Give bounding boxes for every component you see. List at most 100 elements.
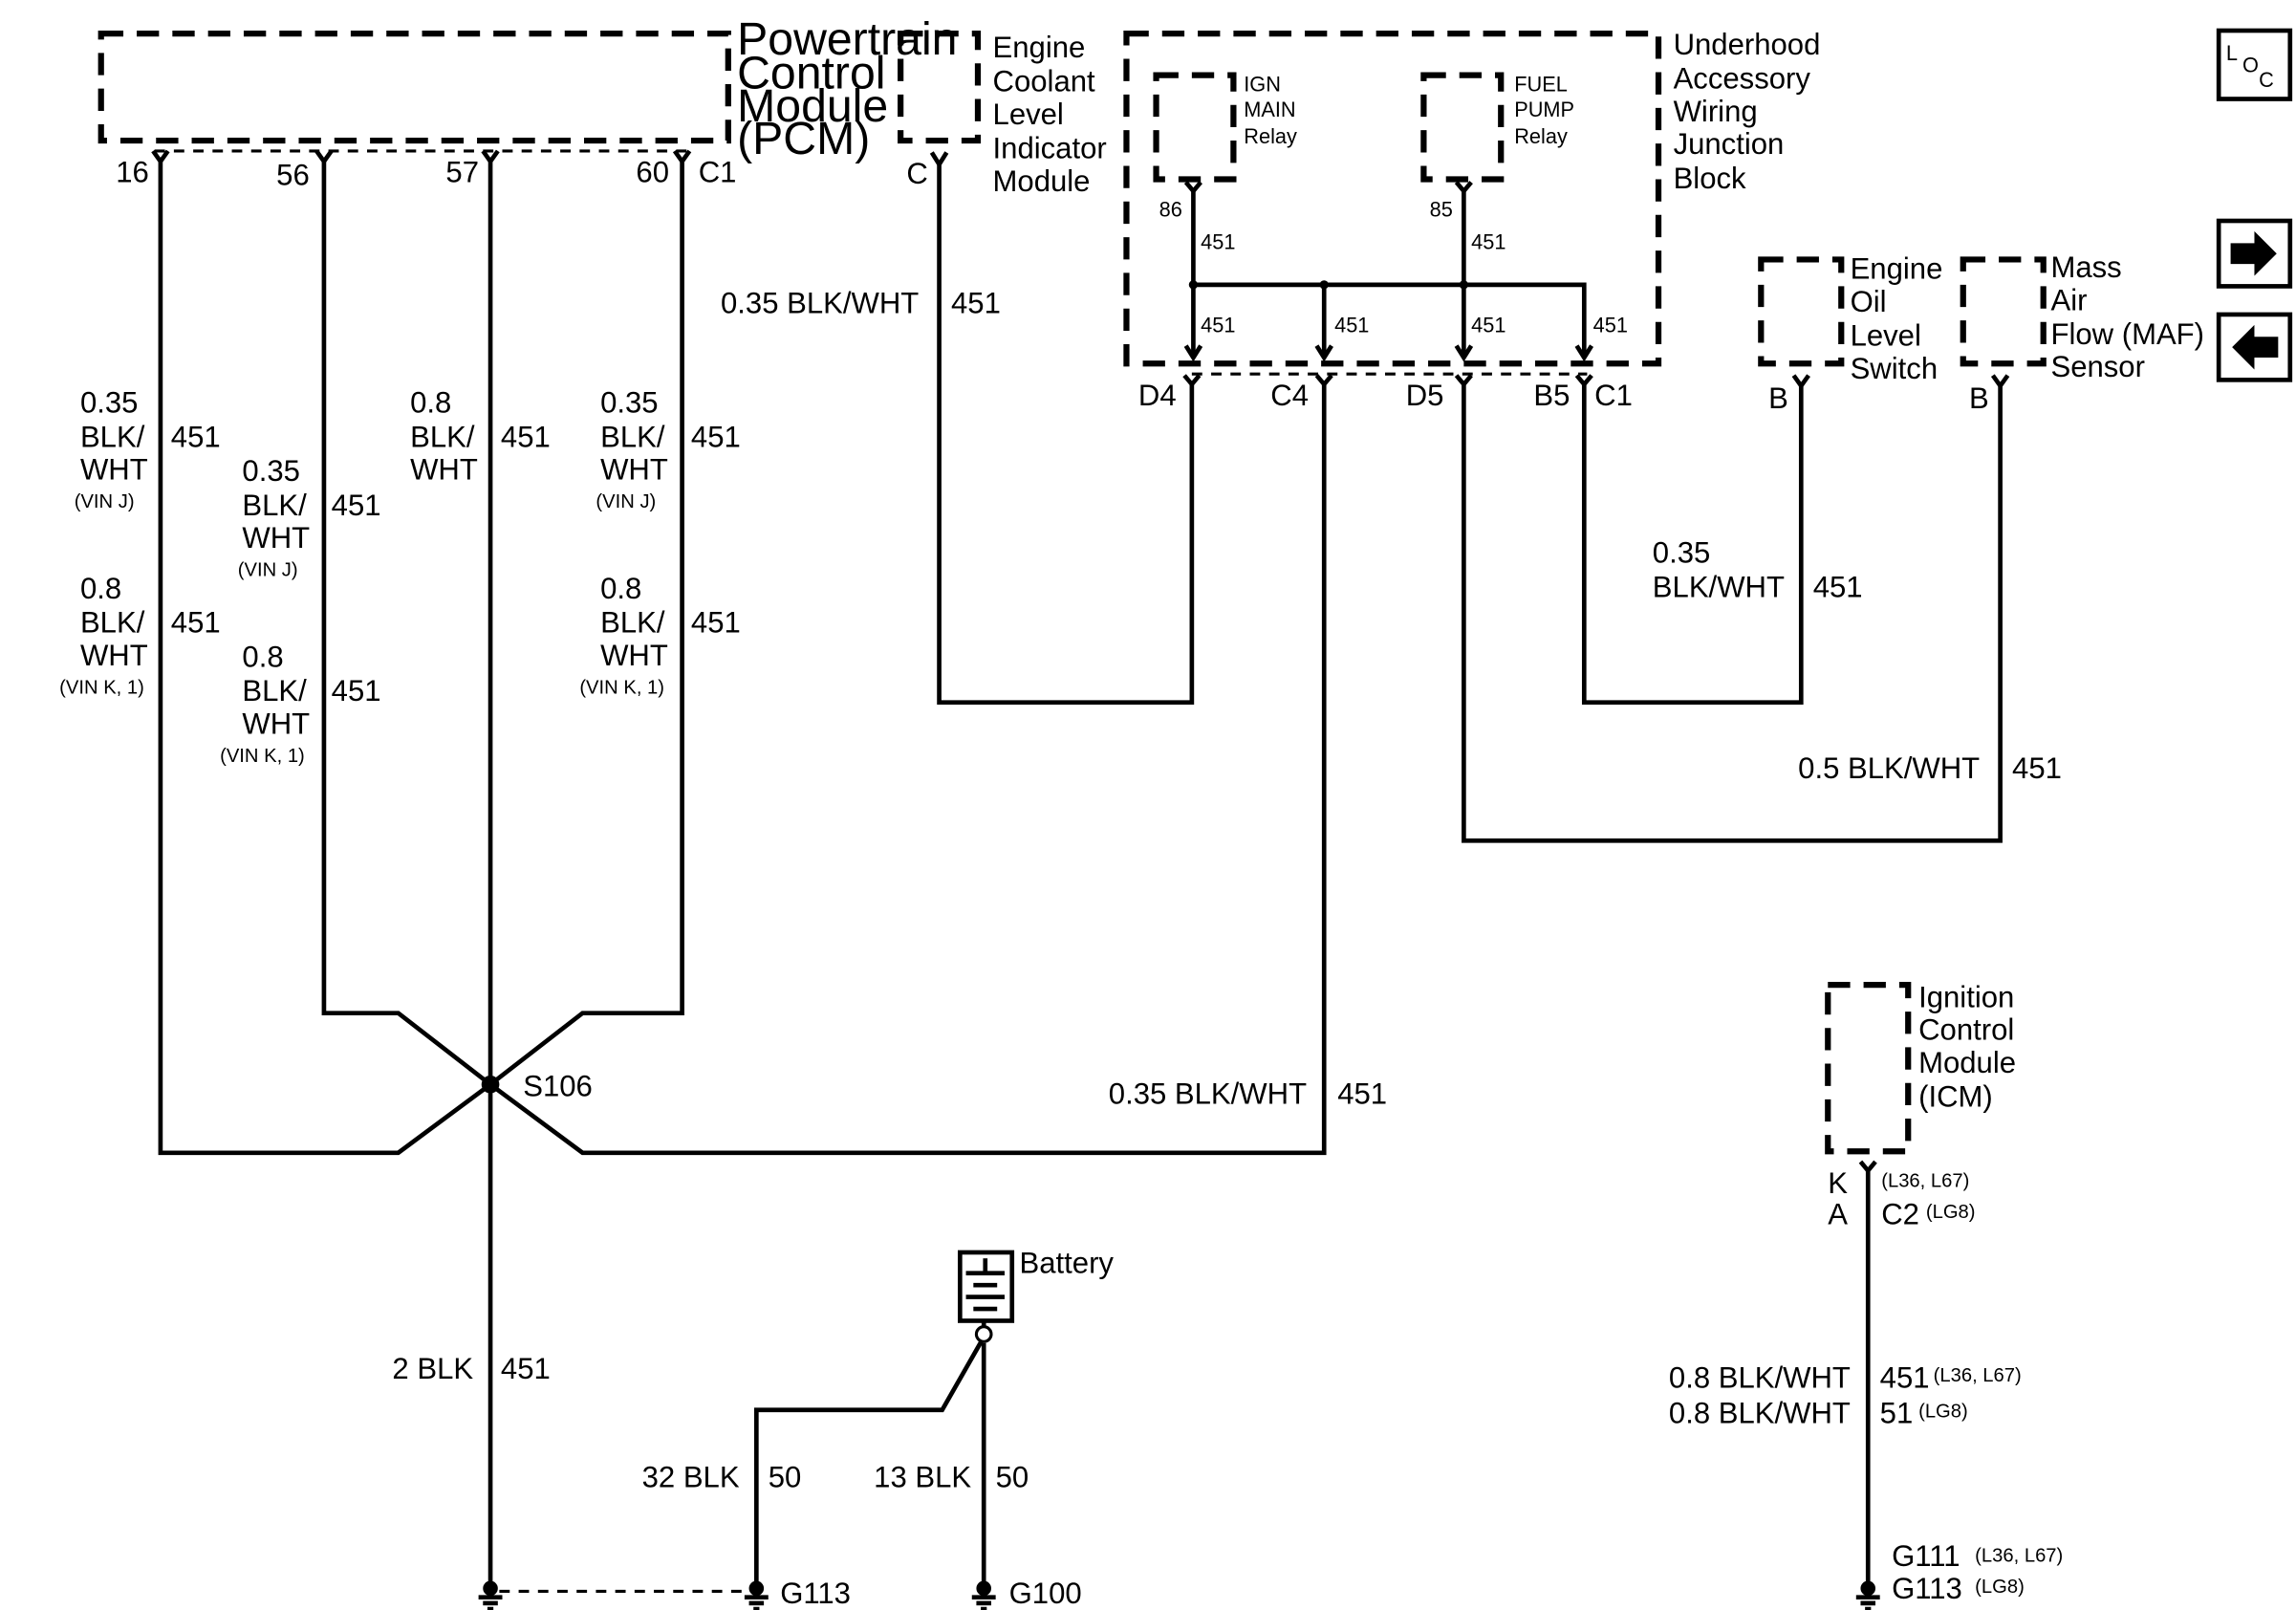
- svg-text:0.8 BLK/WHT: 0.8 BLK/WHT: [1669, 1397, 1851, 1430]
- svg-text:451: 451: [691, 420, 741, 453]
- svg-text:Control: Control: [1918, 1013, 2014, 1047]
- svg-text:Junction: Junction: [1674, 127, 1785, 161]
- svg-text:451: 451: [1201, 314, 1235, 337]
- svg-text:Mass: Mass: [2050, 250, 2121, 284]
- svg-text:85: 85: [1430, 197, 1453, 221]
- icm-label: Ignition Control Module (ICM): [1918, 980, 2016, 1113]
- svg-text:0.8: 0.8: [242, 640, 283, 673]
- svg-text:MAIN: MAIN: [1244, 98, 1295, 121]
- svg-text:Module: Module: [1918, 1046, 2016, 1079]
- ign-main-relay-box: [1153, 72, 1237, 183]
- svg-text:86: 86: [1159, 197, 1182, 221]
- svg-text:WHT: WHT: [80, 453, 148, 487]
- svg-text:Engine: Engine: [993, 31, 1086, 64]
- maf-sensor-label: Mass Air Flow (MAF) Sensor: [2050, 250, 2204, 383]
- svg-text:0.35 BLK/WHT: 0.35 BLK/WHT: [721, 286, 919, 319]
- svg-text:C1: C1: [1594, 379, 1633, 412]
- svg-text:Relay: Relay: [1514, 124, 1568, 148]
- svg-text:(VIN J): (VIN J): [75, 491, 135, 512]
- eclim-box: [898, 31, 982, 144]
- svg-text:B: B: [1969, 381, 1989, 415]
- fuel-pump-relay-box: [1420, 72, 1505, 183]
- svg-text:0.8: 0.8: [600, 572, 641, 605]
- svg-text:(LG8): (LG8): [1926, 1202, 1976, 1223]
- ign-main-relay-label: IGN MAIN Relay: [1244, 73, 1297, 148]
- svg-text:0.5 BLK/WHT: 0.5 BLK/WHT: [1798, 751, 1980, 785]
- svg-text:(L36, L67): (L36, L67): [1934, 1365, 2022, 1386]
- svg-text:Indicator: Indicator: [993, 132, 1107, 165]
- svg-text:BLK/WHT: BLK/WHT: [1653, 570, 1785, 603]
- svg-text:(L36, L67): (L36, L67): [1975, 1545, 2063, 1566]
- svg-text:Wiring: Wiring: [1674, 95, 1758, 128]
- svg-text:Air: Air: [2050, 283, 2087, 316]
- svg-text:51: 51: [1880, 1397, 1914, 1430]
- eclim-label: Engine Coolant Level Indicator Module: [993, 31, 1107, 198]
- locator-icon[interactable]: L O C: [2216, 28, 2293, 101]
- svg-text:451: 451: [1813, 570, 1863, 603]
- svg-text:PUMP: PUMP: [1514, 98, 1574, 121]
- svg-text:WHT: WHT: [80, 639, 148, 672]
- svg-text:(ICM): (ICM): [1918, 1080, 1993, 1114]
- svg-text:FUEL: FUEL: [1514, 73, 1568, 97]
- previous-page-arrow-icon[interactable]: [2216, 312, 2293, 382]
- svg-text:C: C: [906, 157, 927, 190]
- svg-text:0.8 BLK/WHT: 0.8 BLK/WHT: [1669, 1360, 1851, 1394]
- svg-text:451: 451: [332, 489, 381, 522]
- svg-text:50: 50: [996, 1461, 1029, 1494]
- svg-text:WHT: WHT: [600, 453, 668, 487]
- svg-text:Module: Module: [737, 80, 888, 132]
- svg-text:50: 50: [769, 1461, 802, 1494]
- fuel-pump-relay-label: FUEL PUMP Relay: [1514, 73, 1574, 148]
- svg-text:60: 60: [636, 156, 669, 189]
- svg-text:451: 451: [1201, 230, 1235, 254]
- svg-text:Level: Level: [1851, 319, 1921, 353]
- svg-text:Control: Control: [737, 48, 885, 99]
- circuit-numbers: 451 451 451 451 451 451 451 451 451 451 …: [171, 230, 2062, 1494]
- junction-block-label: Underhood Accessory Wiring Junction Bloc…: [1674, 28, 1821, 195]
- splice-label: S106: [523, 1070, 593, 1103]
- svg-text:451: 451: [171, 420, 221, 453]
- svg-text:Module: Module: [993, 164, 1091, 198]
- svg-text:A: A: [1828, 1197, 1848, 1230]
- junction-block-box: [1123, 31, 1662, 367]
- svg-text:G113: G113: [780, 1577, 851, 1610]
- svg-text:C4: C4: [1270, 379, 1309, 412]
- next-page-arrow-icon[interactable]: [2216, 218, 2293, 289]
- svg-text:451: 451: [1471, 314, 1505, 337]
- connector-terminals: [151, 149, 2010, 1175]
- svg-text:57: 57: [445, 156, 479, 189]
- ground-labels: G113 G100 G111 (L36, L67) G113 (LG8): [780, 1539, 2063, 1610]
- svg-text:L: L: [2226, 41, 2238, 65]
- svg-text:BLK/: BLK/: [80, 606, 145, 640]
- svg-text:Engine: Engine: [1851, 252, 1943, 286]
- svg-text:Sensor: Sensor: [2050, 350, 2144, 383]
- junction-dots: [1188, 280, 1469, 290]
- svg-text:BLK/: BLK/: [242, 674, 307, 707]
- svg-text:(VIN J): (VIN J): [596, 491, 656, 512]
- svg-text:451: 451: [1880, 1360, 1930, 1394]
- svg-text:C1: C1: [699, 156, 737, 189]
- svg-text:451: 451: [501, 1352, 551, 1385]
- pcm-label: Powertrain Control Module (PCM): [737, 13, 957, 164]
- svg-text:0.8: 0.8: [80, 572, 121, 605]
- svg-text:(VIN K, 1): (VIN K, 1): [59, 677, 144, 698]
- svg-text:BLK/: BLK/: [600, 420, 665, 453]
- svg-text:B5: B5: [1533, 379, 1570, 412]
- svg-text:(LG8): (LG8): [1975, 1577, 2025, 1598]
- svg-text:(VIN K, 1): (VIN K, 1): [220, 746, 305, 767]
- battery-symbol: [957, 1250, 1015, 1343]
- svg-text:(L36, L67): (L36, L67): [1881, 1171, 1969, 1192]
- svg-text:K: K: [1828, 1166, 1848, 1200]
- icm-box: [1825, 982, 1912, 1155]
- svg-text:0.35: 0.35: [1653, 536, 1711, 570]
- svg-text:Ignition: Ignition: [1918, 980, 2014, 1013]
- svg-text:451: 451: [691, 606, 741, 640]
- pin-labels: 16 56 57 60 C1 C 86 85 D4 C4 D5 B5 C1 B …: [116, 156, 1988, 1231]
- svg-text:Underhood: Underhood: [1674, 28, 1821, 61]
- svg-text:16: 16: [116, 156, 149, 189]
- svg-text:451: 451: [1337, 1077, 1387, 1110]
- svg-text:451: 451: [171, 606, 221, 640]
- pcm-box: [97, 31, 731, 144]
- svg-text:451: 451: [951, 286, 1001, 319]
